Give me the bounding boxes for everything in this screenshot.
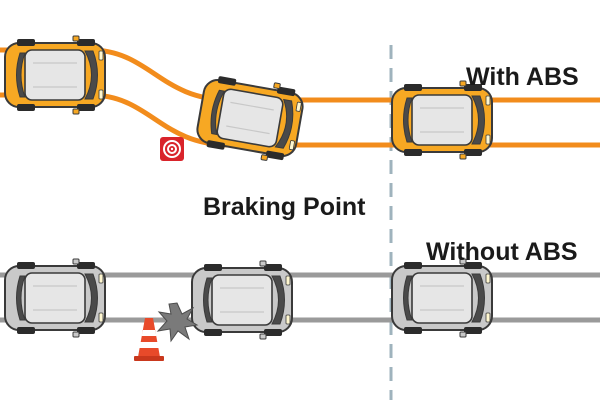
no-abs-car-start (4, 258, 106, 338)
target-icon (160, 137, 184, 161)
no-abs-car-crashed (191, 260, 293, 340)
without-abs-label: Without ABS (426, 238, 578, 266)
abs-car-swerving (192, 69, 308, 167)
abs-car-end (391, 80, 493, 160)
abs-car-start (4, 35, 106, 115)
braking-point-label: Braking Point (203, 193, 366, 221)
no-abs-car-end (391, 258, 493, 338)
traffic-cone-icon (134, 318, 164, 361)
with-abs-label: With ABS (466, 63, 579, 91)
impact-burst-icon (156, 302, 199, 343)
